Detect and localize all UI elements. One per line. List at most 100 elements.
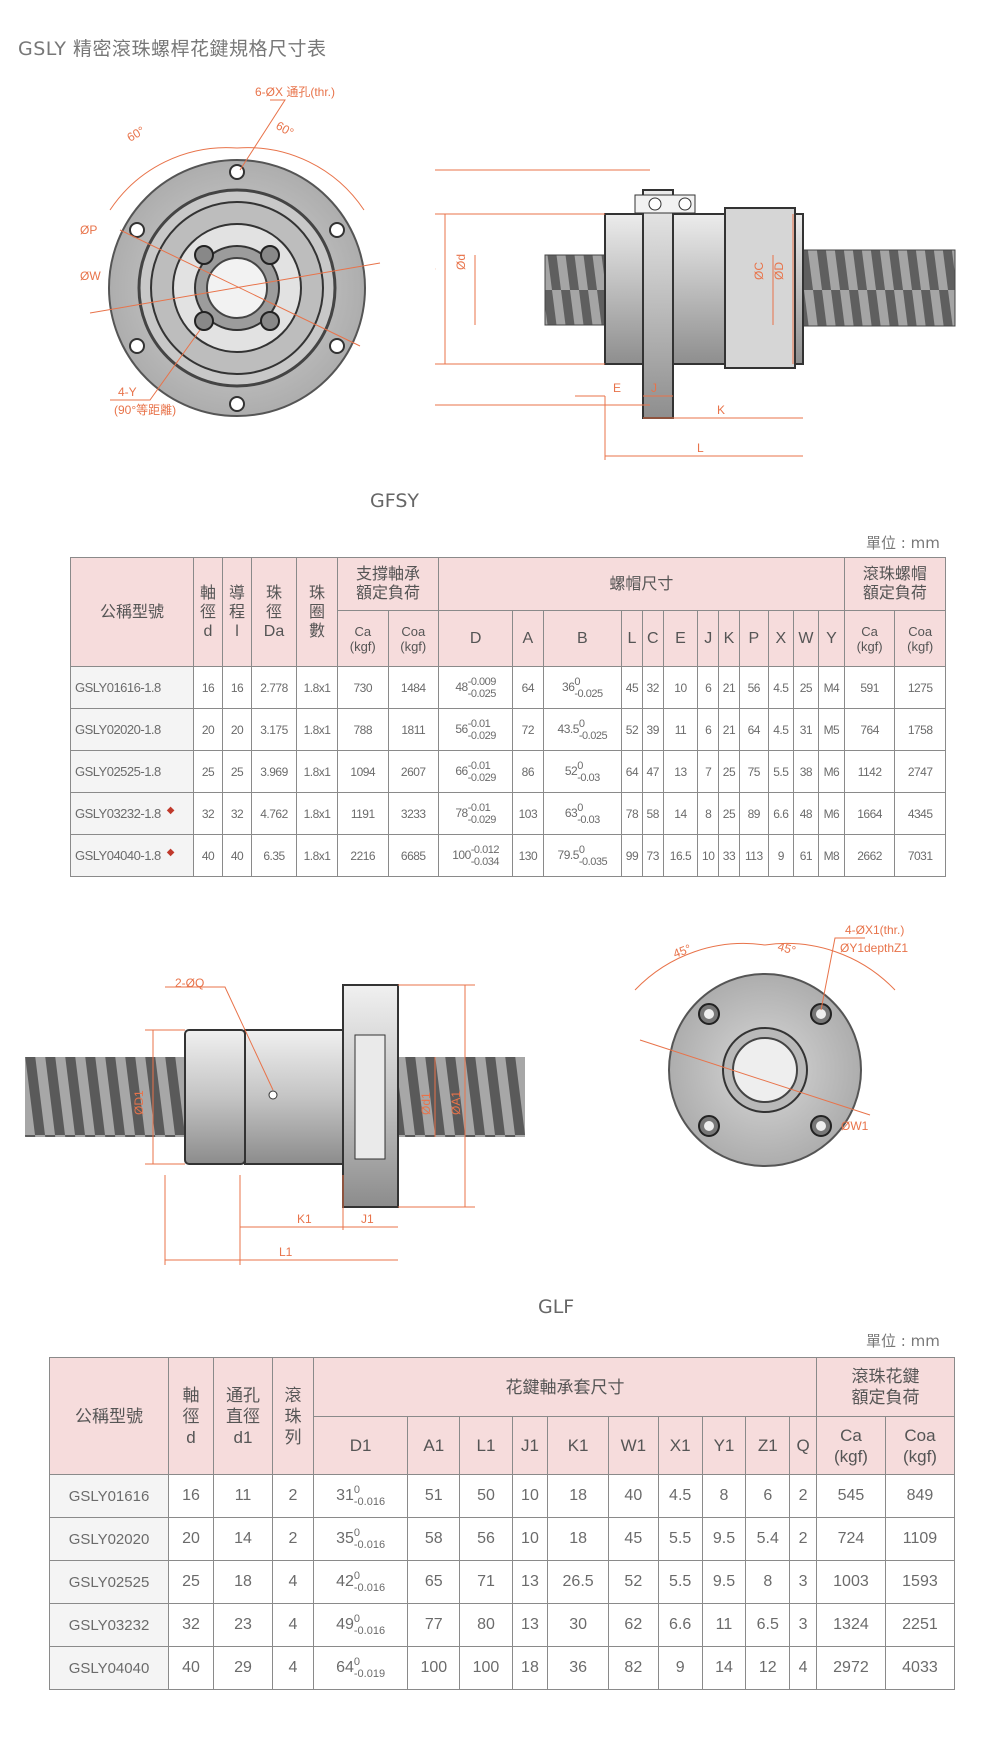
cell-P: 113 [738,834,769,877]
cell-X: 6.6 [767,792,794,835]
cell-l: 25 [222,750,252,793]
model-header: 公稱型號 [70,557,194,667]
cell-J1: 10 [511,1517,549,1561]
rows-header: 滾 珠 列 [272,1357,314,1475]
cell-ca: 545 [815,1474,886,1518]
cell-W1: 52 [607,1560,659,1604]
nut-col-header: W [792,610,819,667]
tolerance: -0.01-0.029 [468,718,497,742]
shaft-header: 軸 徑 d [193,557,223,667]
tolerance-base: 66 [455,763,468,778]
nut-col-header: J [697,610,720,667]
sleeve-col-header: Y1 [701,1416,747,1475]
nut-col-header: A [512,610,544,667]
cell-L: 78 [621,792,643,835]
cell-coa: 1484 [387,666,440,709]
b-label: ØB [435,253,438,270]
cell-Q: 2 [789,1474,817,1518]
cell-W: 25 [792,666,819,709]
cell-coa: 3233 [387,792,440,835]
tolerance-lower: -0.019 [353,1668,386,1680]
cell-coa: 2607 [387,750,440,793]
w1-label: ØW1 [841,1119,869,1133]
model-cell: GSLY04040 [49,1646,169,1690]
cell-da: 3.175 [251,708,297,751]
cell-C: 47 [641,750,664,793]
cell-Z1: 5.4 [745,1517,791,1561]
cell-X: 4.5 [767,708,794,751]
page-title: GSLY 精密滾珠螺桿花鍵規格尺寸表 [18,38,327,60]
gfsy-spec-table: 公稱型號 軸 徑 d 導 程 l 珠 徑 Da 珠 圈 數 支撐軸承 額定負荷 … [70,557,947,877]
cell-coa2: 2747 [894,750,946,793]
cell-Z1: 12 [745,1646,791,1690]
cell-J1: 18 [511,1646,549,1690]
w-label: ØW [80,269,101,283]
highlight-mark: ◆ [166,847,175,858]
cell-P: 56 [738,666,769,709]
gfsy-side-view: ØA ØB Ød ØC ØD E J K L [435,169,956,460]
tolerance-upper: 0 [353,1527,361,1539]
tolerance-base: 64 [336,1659,354,1677]
cell-Z1: 6.5 [745,1603,791,1647]
cell-K1: 18 [547,1474,609,1518]
tolerance-lower: -0.03 [577,771,600,784]
angle-label: 60° [274,118,297,139]
dd1-label: Ød1 [419,1092,433,1115]
cell-ca: 1094 [337,750,389,793]
tolerance: 0-0.035 [579,844,608,868]
model-name: GSLY01616-1.8 [75,680,161,695]
cell-X1: 9 [657,1646,703,1690]
k1-label: K1 [297,1212,312,1226]
cell-J1: 13 [511,1603,549,1647]
cell-Y1: 11 [701,1603,747,1647]
nut-col-header: X [767,610,794,667]
cell-A: 130 [512,834,544,877]
cell-K: 33 [718,834,740,877]
nut-header: 螺帽尺寸 [438,557,845,611]
tolerance-base: 52 [564,763,578,778]
cell-n: 1.8x1 [296,666,338,709]
tolerance-upper: 0 [578,717,585,730]
cell-D: 56-0.01-0.029 [438,708,514,751]
cell-ca: 724 [815,1517,886,1561]
cell-d: 40 [193,834,223,877]
cell-Y: M5 [817,708,845,751]
cell-L1: 80 [459,1603,513,1647]
tolerance-base: 42 [336,1573,354,1591]
cell-Q: 4 [789,1646,817,1690]
model-cell: GSLY02525-1.8 [70,750,194,793]
cell-K: 25 [718,792,740,835]
cell-d1: 23 [213,1603,273,1647]
tolerance: 0-0.016 [354,1613,385,1637]
cell-W: 61 [792,834,819,877]
cell-coa: 2251 [884,1603,956,1647]
cell-Y: M4 [817,666,845,709]
sleeve-col-header: K1 [547,1416,609,1475]
cell-D: 66-0.01-0.029 [438,750,514,793]
cell-P: 75 [738,750,769,793]
tolerance-upper: 0 [574,675,581,688]
nut-col-header: Y [817,610,845,667]
glf-side-view: 2-ØQ ØD1 Ød1 ØA1 K1 J1 L1 [25,976,525,1265]
cell-A: 86 [512,750,544,793]
tolerance-lower: -0.03 [577,813,600,826]
cell-d: 20 [168,1517,214,1561]
cell-Y1: 9.5 [701,1560,747,1604]
tolerance-upper: 0 [577,801,583,814]
cell-d: 16 [193,666,223,709]
sleeve-col-header: J1 [511,1416,549,1475]
nut-col-header: B [542,610,623,667]
angle-label: 45° [776,939,797,957]
cell-L: 99 [621,834,643,877]
cell-da: 6.35 [251,834,297,877]
tolerance-upper: -0.012 [470,843,500,856]
cell-r: 2 [272,1517,314,1561]
cell-W1: 45 [607,1517,659,1561]
